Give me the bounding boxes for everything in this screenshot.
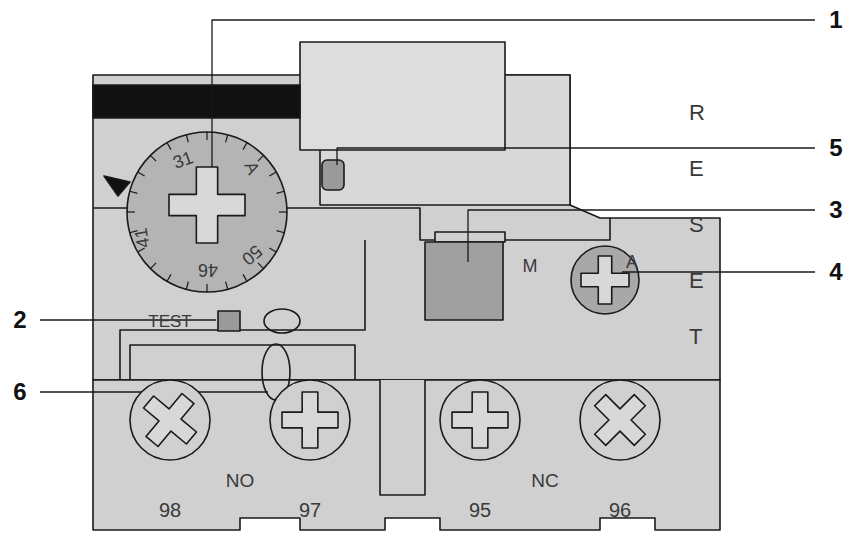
terminal-ring (270, 380, 350, 460)
dial-number: 46 (198, 261, 218, 279)
contact-label: NC (531, 471, 558, 490)
terminal-number: 96 (609, 500, 631, 520)
callout-number: 4 (829, 260, 842, 284)
dial-tick (277, 231, 285, 233)
dial-tick (150, 155, 156, 161)
dial-tick (138, 172, 145, 176)
screw (581, 256, 629, 304)
callout-number: 5 (829, 136, 842, 160)
screw (440, 380, 520, 460)
button-label: M (523, 257, 538, 275)
screw (270, 380, 350, 460)
screw (130, 380, 210, 460)
callout-number: 3 (829, 198, 842, 222)
callout-number: 6 (13, 380, 26, 404)
dial-tick (130, 191, 138, 193)
screw (580, 380, 660, 460)
dial-tick (226, 135, 228, 143)
contact-label: NO (226, 471, 255, 490)
dial-tick (186, 135, 188, 143)
screw (169, 167, 245, 243)
screw-cross (282, 392, 338, 448)
terminal-ring (580, 380, 660, 460)
screw-cross (580, 380, 659, 459)
dial-tick (258, 263, 264, 269)
screw-cross (581, 256, 629, 304)
button-label: TEST (148, 313, 191, 330)
terminal-number: 95 (469, 500, 491, 520)
dial-tick (269, 248, 276, 252)
screw-cross (452, 392, 508, 448)
dial-tick (186, 282, 188, 290)
callout-number: 2 (13, 308, 26, 332)
dial-tick (167, 274, 171, 281)
dial-tick (167, 143, 171, 150)
dial-tick (277, 191, 285, 193)
dial-tick (269, 172, 276, 176)
dial-tick (127, 211, 135, 212)
callout-number: 1 (829, 8, 842, 32)
screw-cross (131, 381, 210, 460)
dial-tick (243, 274, 247, 281)
terminal-ring (440, 380, 520, 460)
dial-tick (243, 143, 247, 150)
adjust-label: A (626, 253, 638, 271)
reset-label: RESET (689, 85, 701, 365)
dial-number: 41 (131, 227, 152, 250)
dial-tick (206, 284, 207, 292)
dial-tick (226, 282, 228, 290)
dial-tick (279, 211, 287, 212)
terminal-ring (130, 380, 210, 460)
terminal-number: 97 (299, 500, 321, 520)
dial-tick (150, 263, 156, 269)
screw-cross (169, 167, 245, 243)
terminal-number: 98 (159, 500, 181, 520)
dial-tick (206, 132, 207, 140)
